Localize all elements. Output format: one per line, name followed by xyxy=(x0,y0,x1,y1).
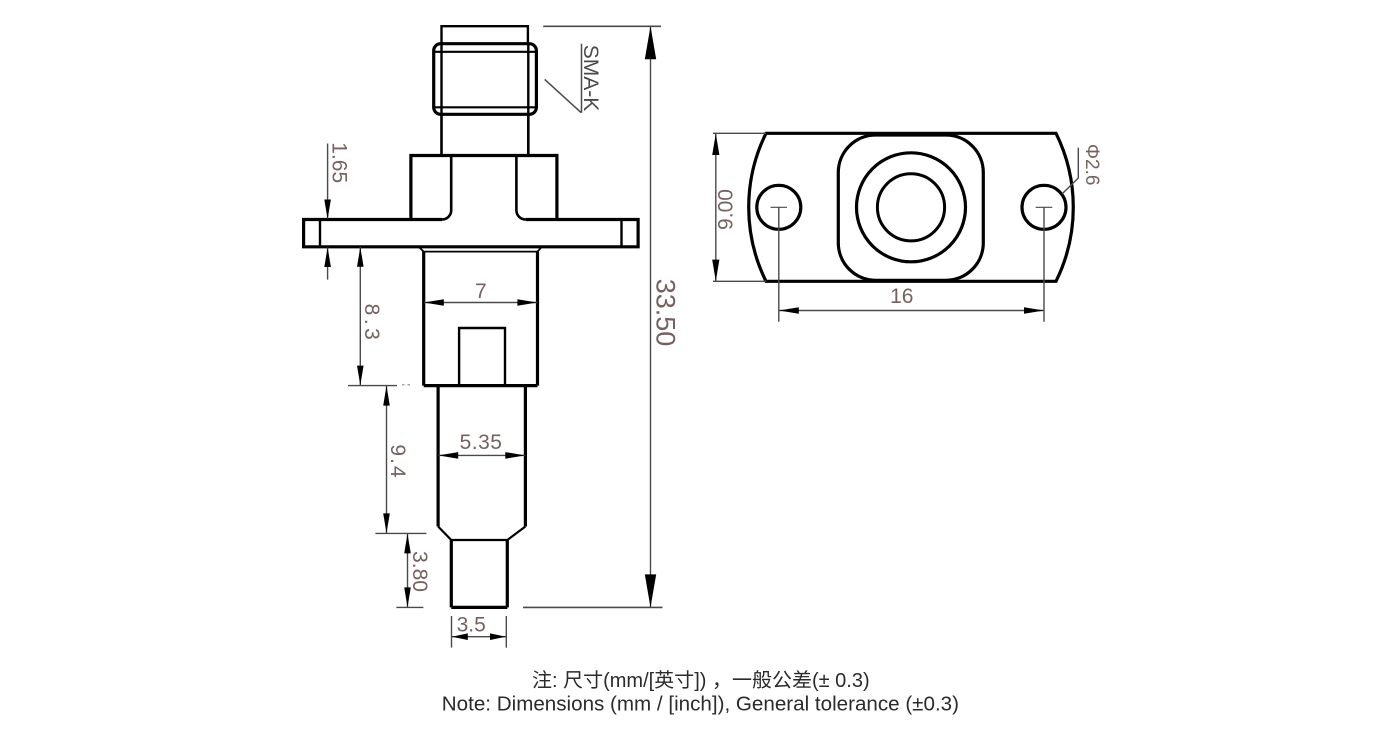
svg-text:Φ2.6: Φ2.6 xyxy=(1081,144,1102,186)
svg-text:3.5: 3.5 xyxy=(457,613,486,636)
svg-text:5.35: 5.35 xyxy=(460,431,503,454)
svg-text:7: 7 xyxy=(475,280,487,303)
svg-text:SMA-K: SMA-K xyxy=(579,45,602,112)
svg-text:9.4: 9.4 xyxy=(386,444,409,479)
svg-text:Note: Dimensions (mm / [inch]): Note: Dimensions (mm / [inch]), General … xyxy=(442,693,959,716)
svg-text:33.50: 33.50 xyxy=(651,279,681,347)
svg-text:8.3: 8.3 xyxy=(360,304,383,344)
svg-text:9.00: 9.00 xyxy=(715,189,738,230)
svg-text:(mm/[: (mm/[ xyxy=(603,670,655,692)
svg-text::: : xyxy=(552,670,558,692)
svg-text:(± 0.3): (± 0.3) xyxy=(812,670,870,692)
svg-text:3.80: 3.80 xyxy=(408,551,431,592)
svg-text:]): ]) xyxy=(694,670,706,692)
svg-text:16: 16 xyxy=(890,285,913,308)
svg-text:1.65: 1.65 xyxy=(328,142,351,183)
